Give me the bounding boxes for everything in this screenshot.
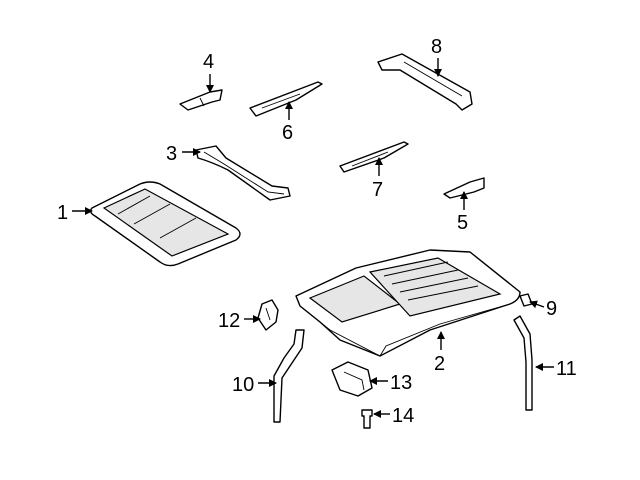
svg-text:3: 3 (166, 143, 177, 165)
callout-14: 14 (373, 405, 414, 427)
svg-text:1: 1 (57, 202, 68, 224)
callout-11: 11 (535, 358, 577, 380)
part-7-guide-rail[interactable] (339, 141, 409, 173)
part-4-bracket[interactable] (179, 89, 223, 111)
svg-text:4: 4 (203, 51, 214, 73)
svg-text:7: 7 (372, 179, 383, 201)
callout-3: 3 (166, 143, 201, 165)
callout-6: 6 (282, 101, 293, 144)
svg-text:13: 13 (390, 372, 412, 394)
svg-text:8: 8 (431, 36, 442, 58)
callout-9: 9 (529, 298, 557, 320)
svg-text:2: 2 (434, 353, 445, 375)
part-2-sunroof-housing[interactable] (295, 249, 521, 357)
callout-13: 13 (369, 372, 412, 394)
callout-1: 1 (57, 202, 93, 224)
svg-text:11: 11 (556, 358, 577, 380)
part-13-motor[interactable] (331, 361, 373, 397)
svg-text:12: 12 (218, 310, 240, 332)
callout-10: 10 (232, 374, 277, 396)
part-10-drain-hose[interactable] (273, 329, 305, 423)
part-12-clip[interactable] (257, 299, 279, 331)
part-1-glass-panel[interactable] (89, 181, 241, 267)
svg-text:10: 10 (232, 374, 254, 396)
svg-text:14: 14 (392, 405, 414, 427)
part-3-seal-strip[interactable] (195, 145, 291, 201)
callout-2: 2 (434, 331, 445, 375)
svg-text:5: 5 (457, 212, 468, 234)
part-9-connector[interactable] (519, 293, 533, 307)
part-5-bracket[interactable] (443, 177, 485, 199)
svg-text:6: 6 (282, 122, 293, 144)
callout-4: 4 (203, 51, 214, 93)
svg-text:9: 9 (546, 298, 557, 320)
part-11-drain-hose[interactable] (513, 315, 533, 411)
callout-7: 7 (372, 157, 383, 201)
part-8-rear-rail[interactable] (377, 53, 473, 111)
callout-8: 8 (431, 36, 442, 77)
part-14-screw[interactable] (361, 409, 373, 429)
part-6-guide-rail[interactable] (249, 81, 323, 117)
callout-5: 5 (457, 191, 468, 234)
callout-12: 12 (218, 310, 261, 332)
